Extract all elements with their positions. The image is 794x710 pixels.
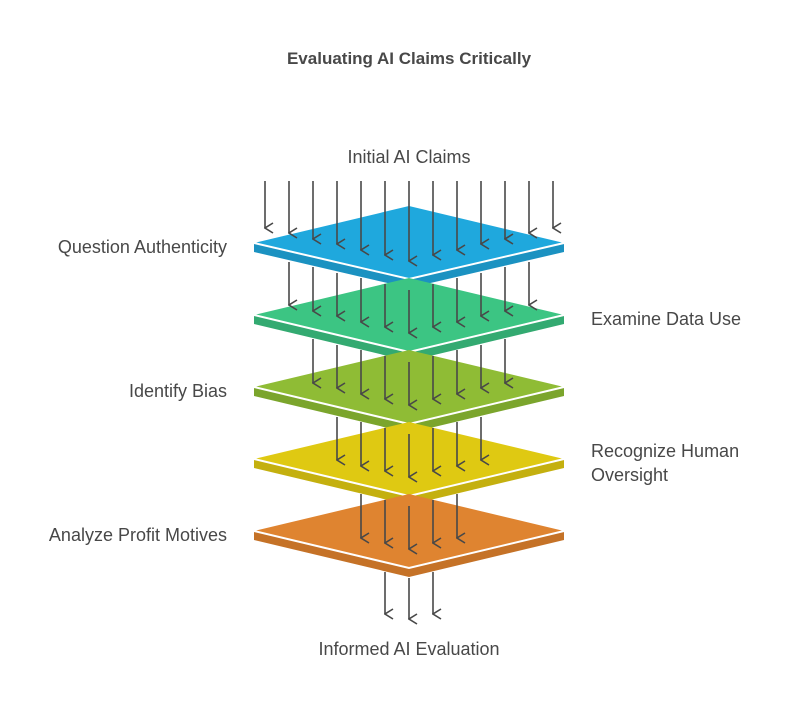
arrows-into-layer-5 — [361, 494, 457, 549]
top-label: Initial AI Claims — [347, 147, 471, 167]
layer-2-side — [254, 315, 564, 361]
layer-4-side — [254, 459, 564, 505]
layer-3-side — [254, 387, 564, 433]
layer-4-label: Recognize Human Oversight — [591, 439, 781, 487]
arrows-into-layer-4 — [337, 417, 481, 477]
arrows-into-layer-2 — [289, 262, 529, 333]
layer-2-label: Examine Data Use — [591, 309, 742, 329]
diagram-title: Evaluating AI Claims Critically — [286, 49, 532, 68]
arrows-into-layer-1 — [265, 181, 553, 261]
bottom-label: Informed AI Evaluation — [318, 639, 500, 659]
layer-4-label-line-1: Recognize Human — [591, 441, 740, 461]
layer-4-label-line-2: Oversight — [591, 465, 669, 485]
arrows-into-layer-3 — [313, 339, 505, 405]
layer-5-side — [254, 531, 564, 577]
layer-3-label: Identify Bias — [128, 381, 227, 401]
layer-1-label: Question Authenticity — [57, 237, 227, 257]
arrows-output — [385, 572, 433, 619]
layer-5-label: Analyze Profit Motives — [48, 525, 227, 545]
